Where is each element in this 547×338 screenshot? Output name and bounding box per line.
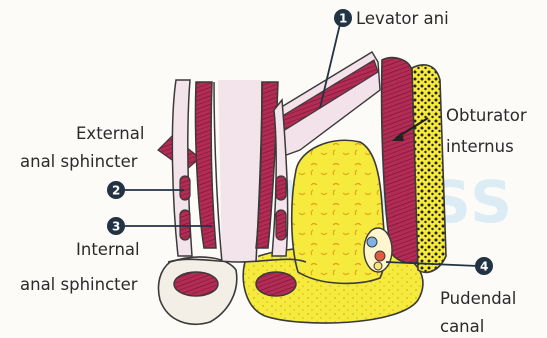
internal-sphincter-left (195, 82, 216, 248)
label-levator-ani: Levator ani (356, 9, 449, 28)
marker-1: 1 (334, 9, 352, 27)
label-obturator-line1: Obturator (446, 106, 527, 125)
marker-1-number: 1 (339, 12, 347, 26)
label-external-line2: anal sphincter (20, 152, 138, 171)
marker-3-number: 3 (112, 220, 120, 234)
marker-2-number: 2 (112, 184, 120, 198)
label-internal-line1: Internal (76, 240, 140, 259)
external-sphincter-left-upper (180, 176, 190, 200)
marker-4-number: 4 (480, 260, 488, 274)
marker-2: 2 (107, 181, 125, 199)
external-sphincter-left-lower (180, 210, 190, 240)
label-obturator-line2: internus (446, 137, 514, 156)
ischial-tuberosity (412, 65, 446, 272)
marker-4: 4 (475, 257, 493, 275)
external-sphincter-right-upper (276, 176, 286, 200)
subcutaneous-sphincter-left (174, 272, 218, 296)
anal-canal-lumen (218, 80, 262, 262)
marker-3: 3 (107, 217, 125, 235)
label-external-line1: External (76, 124, 144, 143)
pudendal-canal-vessels (364, 228, 392, 272)
subcutaneous-sphincter-right (256, 272, 296, 296)
label-pudendal-line2: canal (440, 317, 484, 336)
label-internal-line2: anal sphincter (20, 275, 138, 294)
external-sphincter-right-lower (276, 210, 286, 240)
label-pudendal-line1: Pudendal (440, 289, 516, 308)
